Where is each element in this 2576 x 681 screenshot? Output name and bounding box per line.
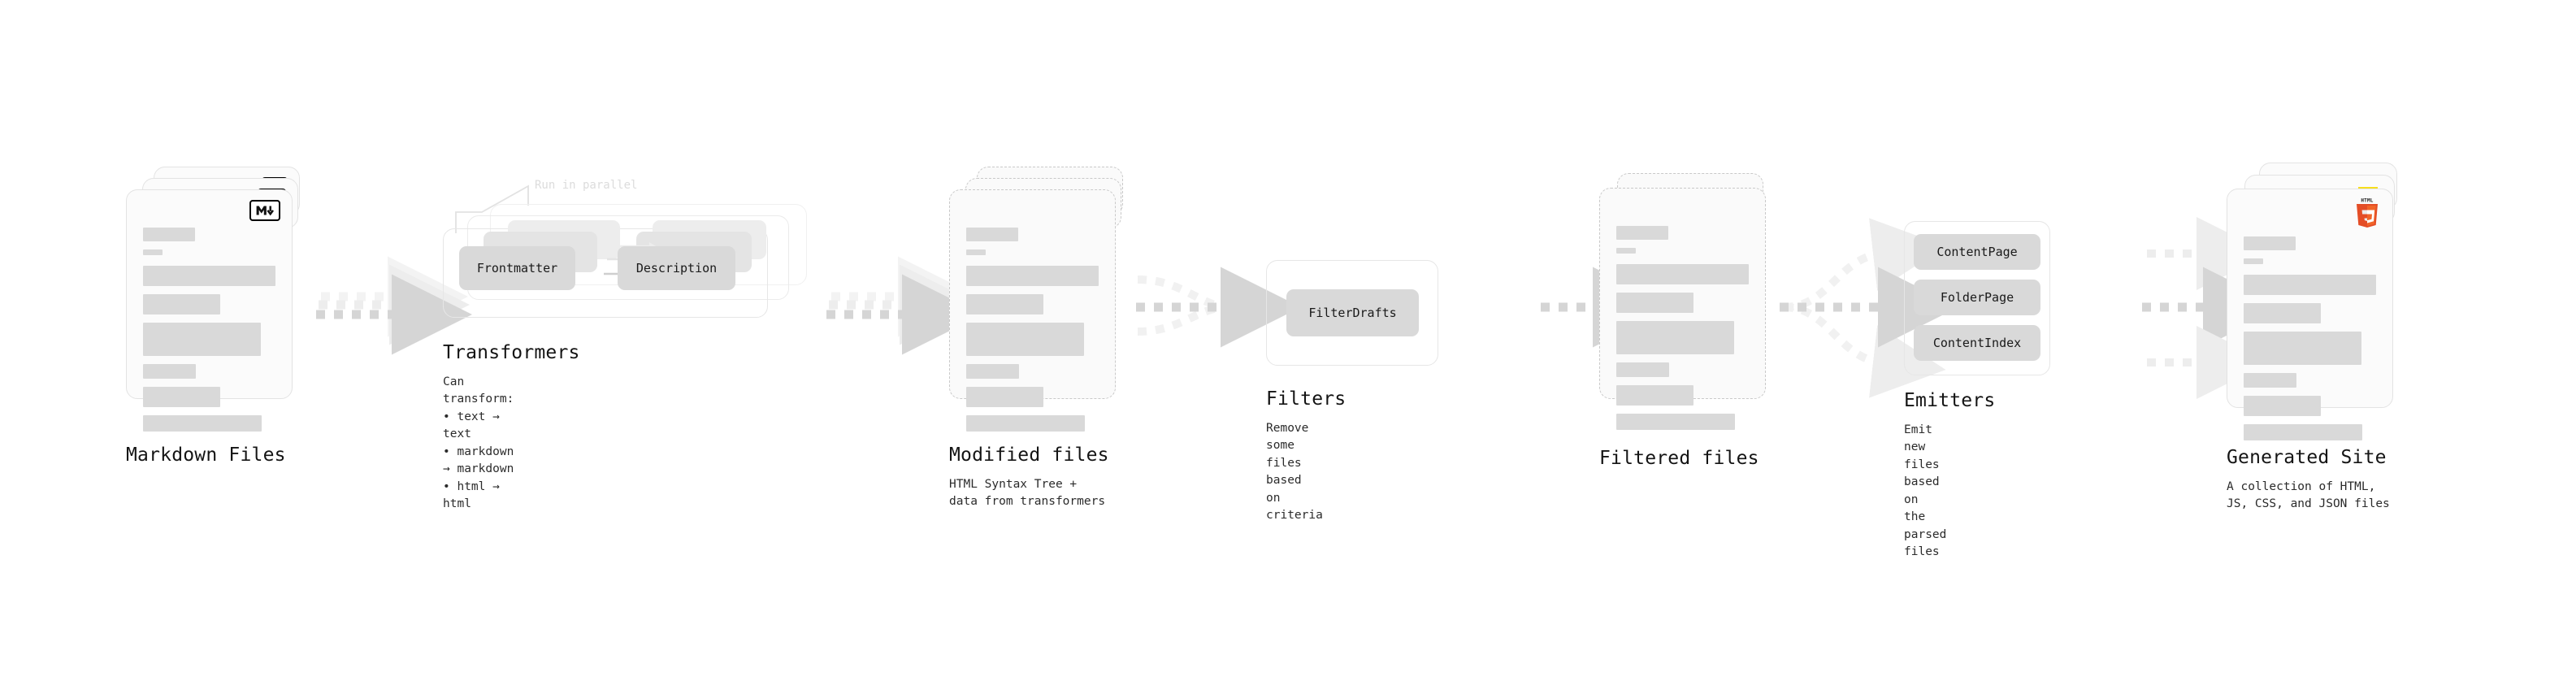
- transformer-pill-description[interactable]: Description: [618, 246, 735, 290]
- transformers-title: Transformers: [443, 342, 580, 363]
- filters-title: Filters: [1266, 388, 1347, 410]
- emitters-pill-folderpage[interactable]: FolderPage: [1914, 280, 2040, 315]
- arrow-filtered-to-emitters: [1780, 218, 1958, 398]
- emitters-pill-contentpage[interactable]: ContentPage: [1914, 234, 2040, 270]
- modified-file-stack: [949, 167, 1136, 432]
- markdown-glyph: [256, 206, 274, 216]
- arrow-modified-to-filters: [1136, 267, 1301, 348]
- filtered-card-front: [1599, 188, 1766, 430]
- emitters-contentpage-label: ContentPage: [1936, 245, 2018, 259]
- filters-filterdrafts-label: FilterDrafts: [1308, 306, 1397, 320]
- markdown-icon: [249, 200, 280, 221]
- emitters-contentindex-label: ContentIndex: [1932, 336, 2022, 350]
- filtered-files-title: Filtered files: [1599, 448, 1759, 469]
- filters-pill-filterdrafts[interactable]: FilterDrafts: [1286, 289, 1419, 336]
- filtered-placeholder-lines: [1616, 226, 1749, 438]
- markdown-card-front: [126, 189, 293, 432]
- modified-files-title: Modified files: [949, 445, 1109, 466]
- arrow-transformers-to-modified: [826, 256, 982, 355]
- stage-modified-files: Modified files HTML Syntax Tree + data f…: [949, 167, 1136, 508]
- html5-icon: HTML: [2353, 196, 2381, 232]
- generated-placeholder-lines: [2244, 236, 2376, 449]
- run-in-parallel-label: Run in parallel: [535, 179, 638, 192]
- filters-group-box: [1266, 260, 1438, 366]
- stage-filtered-files: Filtered files: [1599, 173, 1786, 469]
- transformer-description-label: Description: [635, 261, 718, 275]
- transformer-pill-frontmatter[interactable]: Frontmatter: [459, 246, 575, 290]
- modified-card-front: [949, 189, 1116, 432]
- markdown-file-stack: [126, 167, 313, 432]
- emitters-pill-contentindex[interactable]: ContentIndex: [1914, 325, 2040, 361]
- emitters-subtitle: Emit new files based on the parsed files: [1904, 423, 1947, 559]
- html5-glyph: HTML: [2357, 197, 2378, 228]
- generated-site-stack: CSS HTML: [2227, 163, 2422, 440]
- generated-site-subtitle: A collection of HTML, JS, CSS, and JSON …: [2227, 480, 2390, 511]
- markdown-files-title: Markdown Files: [126, 445, 286, 466]
- markdown-placeholder-lines: [143, 228, 275, 440]
- filtered-file-stack: [1599, 173, 1786, 433]
- modified-placeholder-lines: [966, 228, 1099, 440]
- transformer-frontmatter-label: Frontmatter: [476, 261, 558, 275]
- generated-site-title: Generated Site: [2227, 447, 2387, 468]
- stage-generated-site: CSS HTML: [2227, 163, 2422, 510]
- emitters-title: Emitters: [1904, 390, 1996, 411]
- generated-card-front: HTML: [2227, 189, 2393, 440]
- emitters-folderpage-label: FolderPage: [1940, 290, 2014, 305]
- arrow-emitters-to-site: [2142, 217, 2283, 399]
- run-in-parallel-bracket: [455, 184, 529, 233]
- arrow-markdown-to-transformers: [316, 256, 472, 355]
- svg-text:HTML: HTML: [2361, 197, 2373, 203]
- modified-files-subtitle: HTML Syntax Tree + data from transformer…: [949, 478, 1106, 509]
- emitters-group-box: [1904, 221, 2050, 375]
- filters-subtitle: Remove some files based on criteria: [1266, 422, 1323, 523]
- stage-markdown-files: Markdown Files: [126, 167, 313, 466]
- transformers-subtitle: Can transform: • text → text • markdown …: [443, 375, 514, 511]
